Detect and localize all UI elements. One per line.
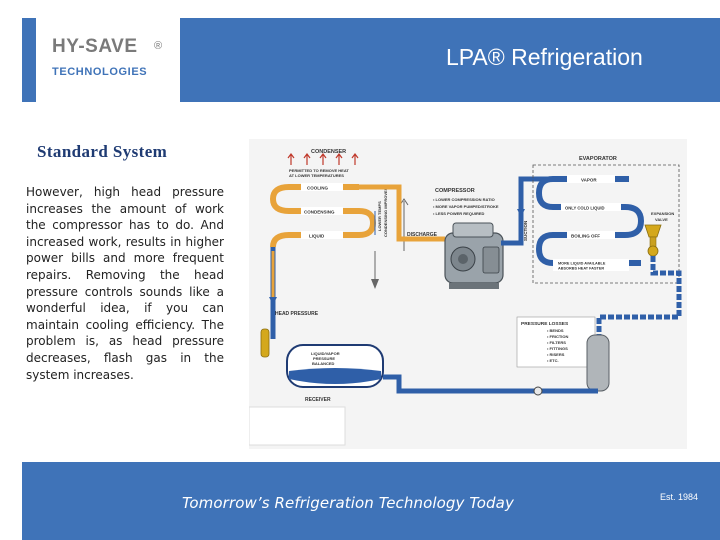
condenser-side-note-2: CONDENSING IMPROVES	[383, 187, 388, 237]
condenser-label: CONDENSER	[311, 149, 346, 155]
condenser-cooling-label: COOLING	[307, 186, 328, 191]
slide-title: LPA® Refrigeration	[446, 44, 643, 71]
evaporator-more-liquid-line-1: MORE LIQUID AVAILABLE	[558, 262, 606, 266]
condenser-note-line-2: AT LOWER TEMPERATURES	[289, 173, 344, 178]
logo-subtitle: TECHNOLOGIES	[52, 66, 147, 78]
pressure-loss-6: • ETC.	[547, 358, 559, 363]
footer-tagline: Tomorrow’s Refrigeration Technology Toda…	[182, 494, 514, 512]
compressor-bullet-1: • LOWER COMPRESSION RATIO	[433, 197, 495, 202]
refrigeration-system-diagram: CONDENSER PERMITTED TO REMOVE HEAT AT LO…	[249, 139, 687, 449]
evaporator-label: EVAPORATOR	[579, 156, 617, 162]
condenser-side-note-1: LOWER TEMPS	[377, 201, 382, 231]
company-logo: HY-SAVE ® TECHNOLOGIES	[36, 18, 180, 102]
receiver-label: RECEIVER	[305, 397, 331, 403]
head-pressure-valve	[261, 329, 269, 357]
compressor-bullet-3: • LESS POWER REQUIRED	[433, 211, 485, 216]
evaporator-boiling-label: BOILING OFF	[571, 234, 600, 239]
footer-established: Est. 1984	[660, 492, 698, 502]
compressor-label: COMPRESSOR	[435, 188, 475, 194]
expansion-valve-label-1: EXPANSION	[651, 211, 674, 216]
compressor-bullet-2: • MORE VAPOR PUMPED/STROKE	[433, 204, 499, 209]
evaporator-cold-liquid-label: ONLY COLD LIQUID	[565, 206, 605, 211]
sight-glass	[534, 387, 542, 395]
condenser-liquid-label: LIQUID	[309, 234, 325, 239]
evaporator-vapor-label: VAPOR	[581, 178, 597, 183]
diagram-blank-corner	[249, 407, 345, 445]
suction-label: SUCTION	[523, 221, 528, 241]
pressure-loss-4: • FITTINGS	[547, 346, 568, 351]
pressure-loss-3: • FILTERS	[547, 340, 566, 345]
evaporator-more-liquid-line-2: ABSORBS HEAT FASTER	[558, 267, 604, 271]
pressure-loss-1: • BENDS	[547, 328, 564, 333]
logo-registered-mark: ®	[154, 40, 162, 52]
pressure-losses-title: PRESSURE LOSSES	[521, 321, 569, 327]
head-pressure-label: HEAD PRESSURE	[275, 311, 319, 317]
discharge-label: DISCHARGE	[407, 232, 438, 238]
section-title: Standard System	[37, 142, 167, 162]
body-paragraph: However, high head pressure increases th…	[26, 184, 224, 383]
pressure-loss-2: • FRICTION	[547, 334, 569, 339]
pressure-loss-5: • RISERS	[547, 352, 565, 357]
expansion-valve-label-2: VALVE	[655, 217, 668, 222]
logo-name: HY-SAVE	[52, 36, 138, 58]
filter-drier	[587, 335, 609, 391]
receiver-mix-line-3: BALANCED	[312, 361, 335, 366]
condenser-condensing-label: CONDENSING	[304, 210, 335, 215]
compressor-unit	[445, 223, 503, 289]
